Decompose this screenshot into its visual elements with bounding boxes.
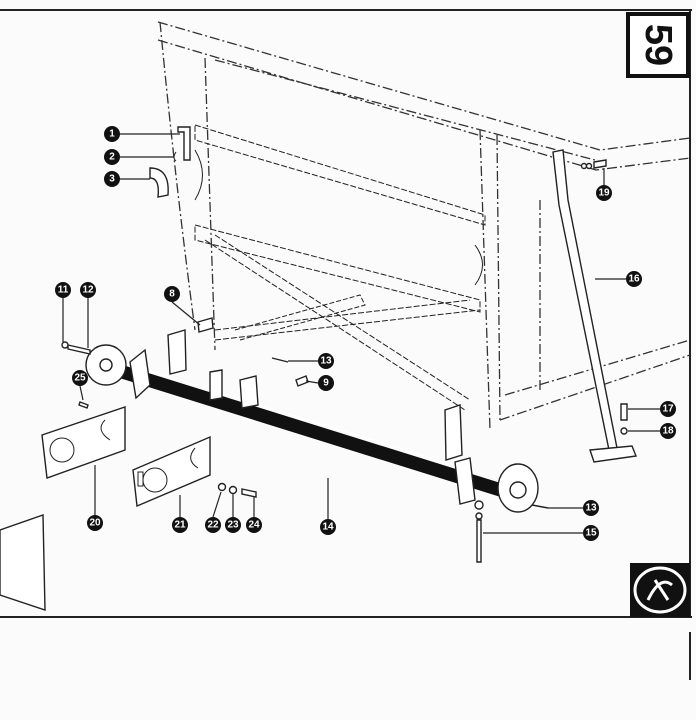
svg-text:2: 2 [109,152,115,163]
svg-text:12: 12 [82,285,94,296]
svg-text:19: 19 [598,188,610,199]
svg-text:15: 15 [585,528,597,539]
svg-text:20: 20 [89,518,101,529]
leader-lines [62,133,660,534]
callout-2: 2 [104,149,120,165]
svg-text:13: 13 [320,356,332,367]
svg-text:23: 23 [227,520,239,531]
svg-text:16: 16 [628,274,640,285]
callout-25: 25 [72,370,88,386]
part-side-panel [0,514,46,611]
part-clip [177,126,191,161]
svg-text:13: 13 [585,503,597,514]
callout-13-upper: 13 [318,353,334,369]
part-strut [552,149,637,463]
callout-23: 23 [225,517,241,533]
callout-24: 24 [246,517,262,533]
cross-members [194,124,486,411]
svg-text:9: 9 [323,378,329,389]
part-axle [61,317,549,563]
svg-text:11: 11 [58,285,69,296]
chassis-frame-phantom [157,21,691,431]
svg-text:3: 3 [109,174,115,185]
callout-8: 8 [164,286,180,302]
svg-text:24: 24 [248,520,260,531]
svg-text:22: 22 [207,520,219,531]
callout-14: 14 [320,519,336,535]
callout-20: 20 [87,515,103,531]
svg-text:21: 21 [174,520,186,531]
svg-text:14: 14 [322,522,334,533]
callout-17: 17 [660,401,676,417]
callout-11: 11 [55,282,71,298]
part-plate-20 [41,406,126,479]
callout-1: 1 [104,126,120,142]
callout-22: 22 [205,517,221,533]
part-bushing [149,167,169,198]
callout-9: 9 [318,375,334,391]
callout-19: 19 [596,185,612,201]
callout-21: 21 [172,517,188,533]
callout-3: 3 [104,171,120,187]
callout-16: 16 [626,271,642,287]
callout-13-lower: 13 [583,500,599,516]
svg-text:17: 17 [662,404,674,415]
part-plate-21 [132,435,211,508]
svg-text:1: 1 [109,129,115,140]
svg-text:18: 18 [662,426,674,437]
svg-text:25: 25 [74,373,86,384]
part-hook [173,151,177,162]
callout-18: 18 [660,423,676,439]
brand-logo [630,563,690,617]
callout-12: 12 [80,282,96,298]
page-number: 59 [637,24,679,66]
page-number-box: 59 [626,12,690,78]
svg-text:8: 8 [169,289,175,300]
callout-15: 15 [583,525,599,541]
